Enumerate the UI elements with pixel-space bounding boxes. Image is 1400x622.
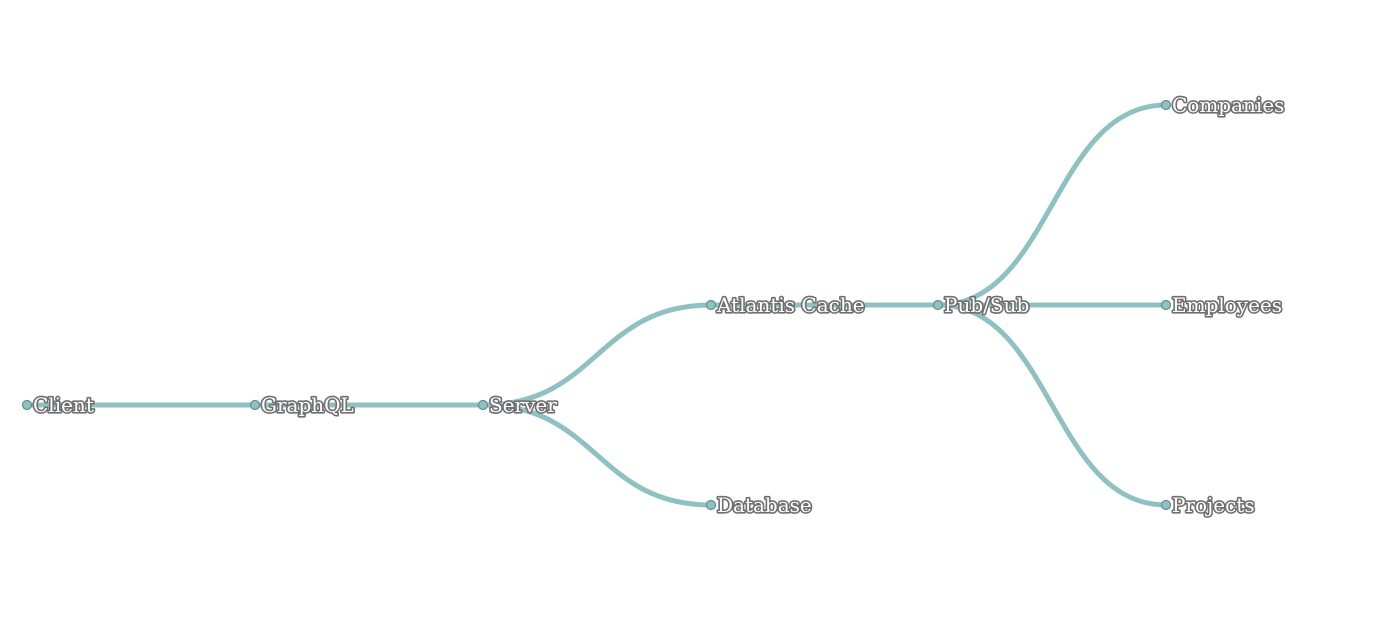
nodes-layer: Client GraphQL Server Atlantis CacheDatabas… (21, 91, 1286, 519)
node-database-dot (705, 499, 717, 511)
node-atlantis-dot (705, 299, 717, 311)
node-pubsub-dot (932, 299, 944, 311)
node-graphql-dot (249, 399, 261, 411)
node-server: Server (477, 391, 559, 419)
node-client-label: Client (33, 393, 94, 417)
node-companies-dot (1160, 99, 1172, 111)
node-database-label: Database (717, 493, 812, 517)
node-employees-label: Employees (1172, 293, 1282, 317)
node-projects-label: Projects (1172, 493, 1255, 517)
node-server-label: Server (489, 393, 557, 417)
node-atlantis: Atlantis Cache (705, 291, 866, 319)
link-server-to-database (480, 402, 714, 508)
node-employees-dot (1160, 299, 1172, 311)
node-projects: Projects (1160, 491, 1256, 519)
node-companies-label: Companies (1172, 93, 1284, 117)
link-server-to-atlantis (480, 302, 714, 408)
node-atlantis-label: Atlantis Cache (716, 293, 865, 317)
node-server-dot (477, 399, 489, 411)
node-graphql-label: GraphQL (261, 393, 354, 417)
node-database: Database (705, 491, 813, 519)
node-employees: Employees (1160, 291, 1284, 319)
node-pubsub: Pub/Sub (932, 291, 1031, 319)
node-graphql: GraphQL (249, 391, 355, 419)
node-client-dot (21, 399, 33, 411)
node-companies: Companies (1160, 91, 1286, 119)
link-pubsub-to-projects (935, 302, 1169, 508)
link-pubsub-to-companies (935, 102, 1169, 308)
node-projects-dot (1160, 499, 1172, 511)
links-layer (24, 102, 1169, 508)
node-pubsub-label: Pub/Sub (944, 293, 1029, 317)
node-client: Client (21, 391, 95, 419)
